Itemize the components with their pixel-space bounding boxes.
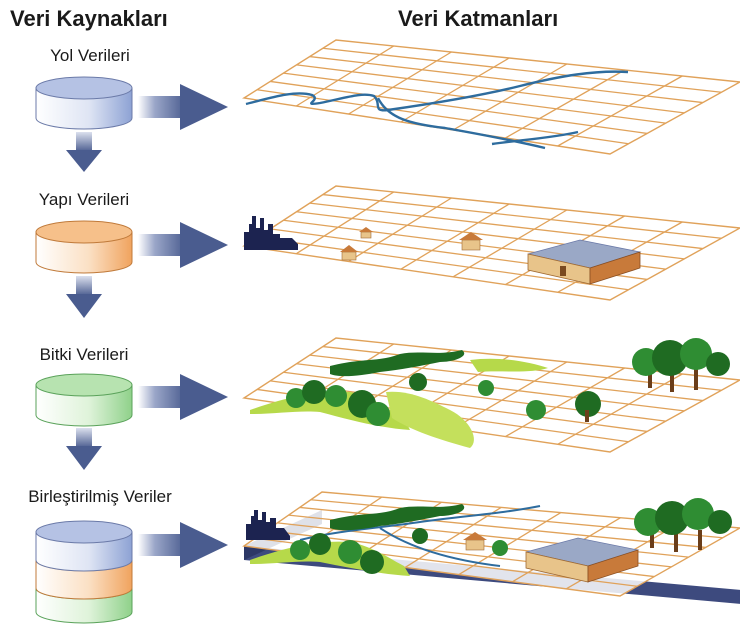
building-data-label: Yapı Verileri xyxy=(38,190,130,209)
road-layer xyxy=(242,39,740,155)
vegetation-data-label: Bitki Verileri xyxy=(39,345,129,364)
grid-line xyxy=(296,64,685,114)
grid-line xyxy=(309,55,703,104)
grid-line xyxy=(452,63,568,131)
building-data-cylinder xyxy=(35,220,133,274)
grid-line xyxy=(557,373,683,445)
main-road xyxy=(245,70,629,112)
combined-data-label: Birleştirilmiş Veriler xyxy=(28,487,172,506)
large-building-icon xyxy=(527,239,642,285)
right-arrow-1 xyxy=(138,84,228,130)
tree-cluster-1 xyxy=(286,380,390,426)
branch-road xyxy=(376,97,546,150)
road-data-cylinder xyxy=(35,76,133,130)
combined-large-trees xyxy=(634,498,732,552)
grid-line xyxy=(557,75,683,147)
grid-line xyxy=(309,202,703,250)
grid-line xyxy=(283,72,666,124)
layers-heading: Veri Katmanları xyxy=(398,6,559,31)
building-layer xyxy=(242,185,740,301)
grid-line xyxy=(452,209,568,278)
sources-heading: Veri Kaynakları xyxy=(10,6,168,31)
combined-large-building-icon xyxy=(525,537,640,583)
grid-line xyxy=(283,371,666,422)
right-arrow-4 xyxy=(138,522,228,568)
grid-line xyxy=(322,47,722,93)
grid-line xyxy=(400,203,510,270)
grid-line xyxy=(348,197,452,262)
meadow-patch-1 xyxy=(470,358,548,372)
vegetation-data-cylinder xyxy=(35,373,133,427)
grid-outline xyxy=(242,185,740,301)
meadow-patch-3 xyxy=(386,391,474,448)
down-arrow-3 xyxy=(66,428,102,470)
city-skyline-icon xyxy=(244,216,298,250)
grid-line xyxy=(270,80,648,135)
grid-line xyxy=(404,506,502,568)
grid-line xyxy=(505,69,625,139)
combined-road xyxy=(299,505,541,541)
grid-line xyxy=(400,57,510,123)
grid-line xyxy=(452,361,568,430)
tree-cluster-2 xyxy=(409,373,601,422)
combined-tree-cluster xyxy=(290,528,508,574)
house-icon-3 xyxy=(459,232,483,251)
down-arrow-2 xyxy=(66,276,102,318)
right-arrow-2 xyxy=(138,222,228,268)
house-icon-2 xyxy=(359,227,373,239)
grid-line xyxy=(505,367,625,438)
right-arrow-3 xyxy=(138,374,228,420)
grid-line xyxy=(322,193,722,239)
grid-line xyxy=(257,236,629,291)
house-icon xyxy=(340,245,358,261)
combined-layer xyxy=(242,491,740,604)
grid-line xyxy=(295,191,395,255)
combined-branch-road xyxy=(379,527,501,567)
side-road xyxy=(491,130,579,146)
down-arrow-1 xyxy=(66,132,102,172)
combined-forest xyxy=(330,504,465,531)
vegetation-layer xyxy=(242,337,740,453)
grid-line xyxy=(348,51,452,115)
combined-city-icon xyxy=(246,510,290,540)
building-layer-grid xyxy=(242,185,740,301)
combined-data-cylinder xyxy=(35,520,133,624)
grid-line xyxy=(299,506,706,549)
road-data-label: Yol Verileri xyxy=(50,46,130,65)
forest-strip xyxy=(330,350,465,377)
combined-house-icon xyxy=(463,532,487,551)
grid-line xyxy=(458,512,562,576)
large-trees xyxy=(632,338,730,392)
